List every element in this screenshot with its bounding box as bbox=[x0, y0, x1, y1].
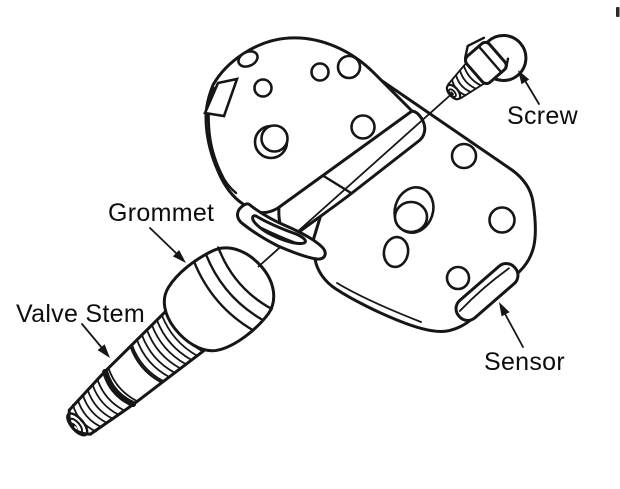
grommet-arrow-line bbox=[149, 227, 178, 255]
bracket-hole bbox=[237, 50, 259, 68]
label-screw: Screw bbox=[507, 102, 579, 130]
screw-drawing bbox=[445, 33, 528, 101]
bracket-slot bbox=[203, 77, 239, 118]
grommet-seat-lip bbox=[236, 202, 327, 261]
bracket-hole bbox=[350, 114, 376, 140]
valve-stem-arrow-line bbox=[81, 323, 103, 349]
body-hole bbox=[445, 265, 471, 291]
label-grommet: Grommet bbox=[108, 199, 214, 227]
grommet-drawing bbox=[162, 246, 276, 353]
bracket-hole bbox=[310, 62, 330, 82]
label-sensor: Sensor bbox=[484, 348, 565, 376]
scan-artifact bbox=[616, 7, 620, 17]
screw-arrow-line bbox=[523, 78, 540, 105]
body-hole bbox=[450, 142, 478, 170]
sensor-body-drawing bbox=[203, 36, 537, 333]
valve-stem-drawing bbox=[66, 307, 206, 437]
label-valve-stem: Valve Stem bbox=[16, 300, 145, 328]
sensor-arrow-line bbox=[503, 311, 524, 348]
grommet-arrowhead bbox=[172, 250, 186, 263]
valve-stem-arrowhead bbox=[97, 344, 110, 358]
valve-stem-seal-band bbox=[102, 368, 137, 408]
bracket-hole-large-inner bbox=[260, 124, 289, 153]
callout-arrows bbox=[81, 70, 540, 358]
body-hole-large-inner bbox=[393, 200, 429, 234]
callout-labels: Screw Grommet Valve Stem Sensor bbox=[16, 102, 579, 376]
sensor-lens bbox=[454, 262, 520, 322]
bracket-hole bbox=[336, 54, 362, 80]
body-hole bbox=[488, 206, 516, 234]
bracket-hole bbox=[253, 78, 273, 98]
screw-hex-head bbox=[463, 40, 508, 86]
body-hole bbox=[382, 235, 410, 269]
screw-arrowhead bbox=[518, 70, 530, 85]
sensor-arrowhead bbox=[499, 302, 510, 317]
